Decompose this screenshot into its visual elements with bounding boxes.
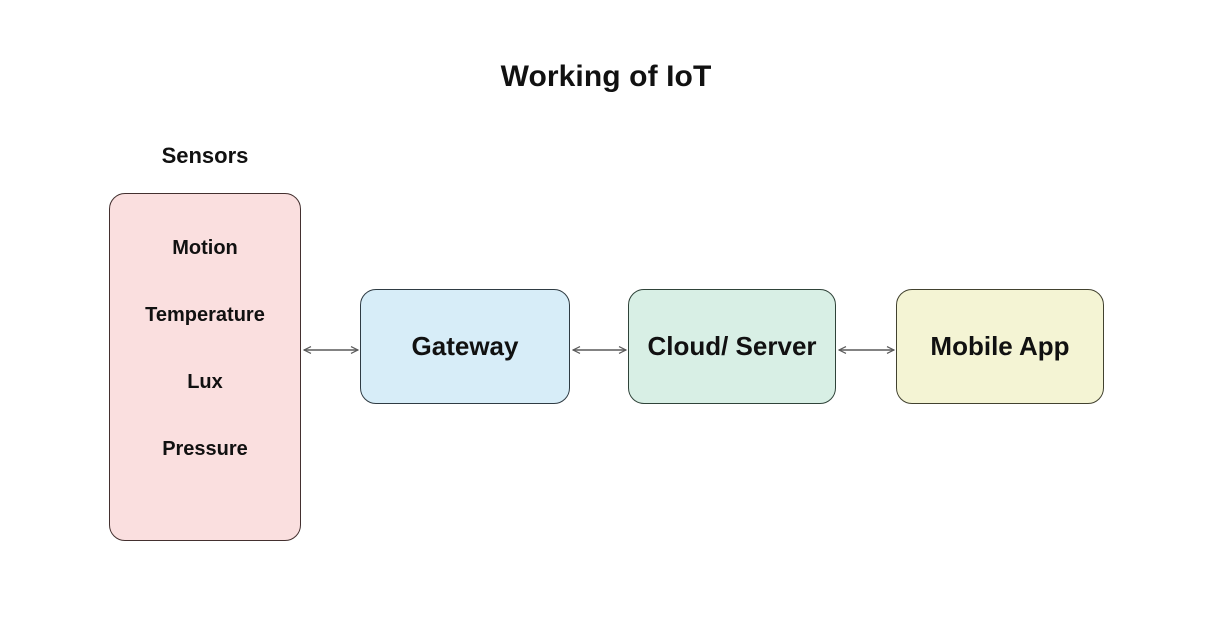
node-mobile-app-label: Mobile App: [930, 331, 1070, 361]
sensor-item-temperature: Temperature: [145, 304, 265, 326]
page-title: Working of IoT: [500, 60, 712, 93]
sensors-group-label: Sensors: [161, 143, 249, 168]
sensor-item-pressure: Pressure: [162, 438, 248, 460]
sensor-item-lux: Lux: [187, 371, 223, 393]
connector-sensors-to-gateway: [300, 330, 362, 370]
sensors-group-box[interactable]: Motion Temperature Lux Pressure: [109, 193, 301, 541]
node-cloud-server[interactable]: Cloud/ Server: [628, 289, 836, 404]
node-mobile-app[interactable]: Mobile App: [896, 289, 1104, 404]
connector-gateway-to-cloud-server: [569, 330, 630, 370]
node-gateway-label: Gateway: [411, 331, 519, 361]
connector-cloud-server-to-mobile-app: [835, 330, 898, 370]
sensor-item-motion: Motion: [172, 237, 238, 259]
node-gateway[interactable]: Gateway: [360, 289, 570, 404]
node-cloud-server-label: Cloud/ Server: [647, 331, 817, 361]
